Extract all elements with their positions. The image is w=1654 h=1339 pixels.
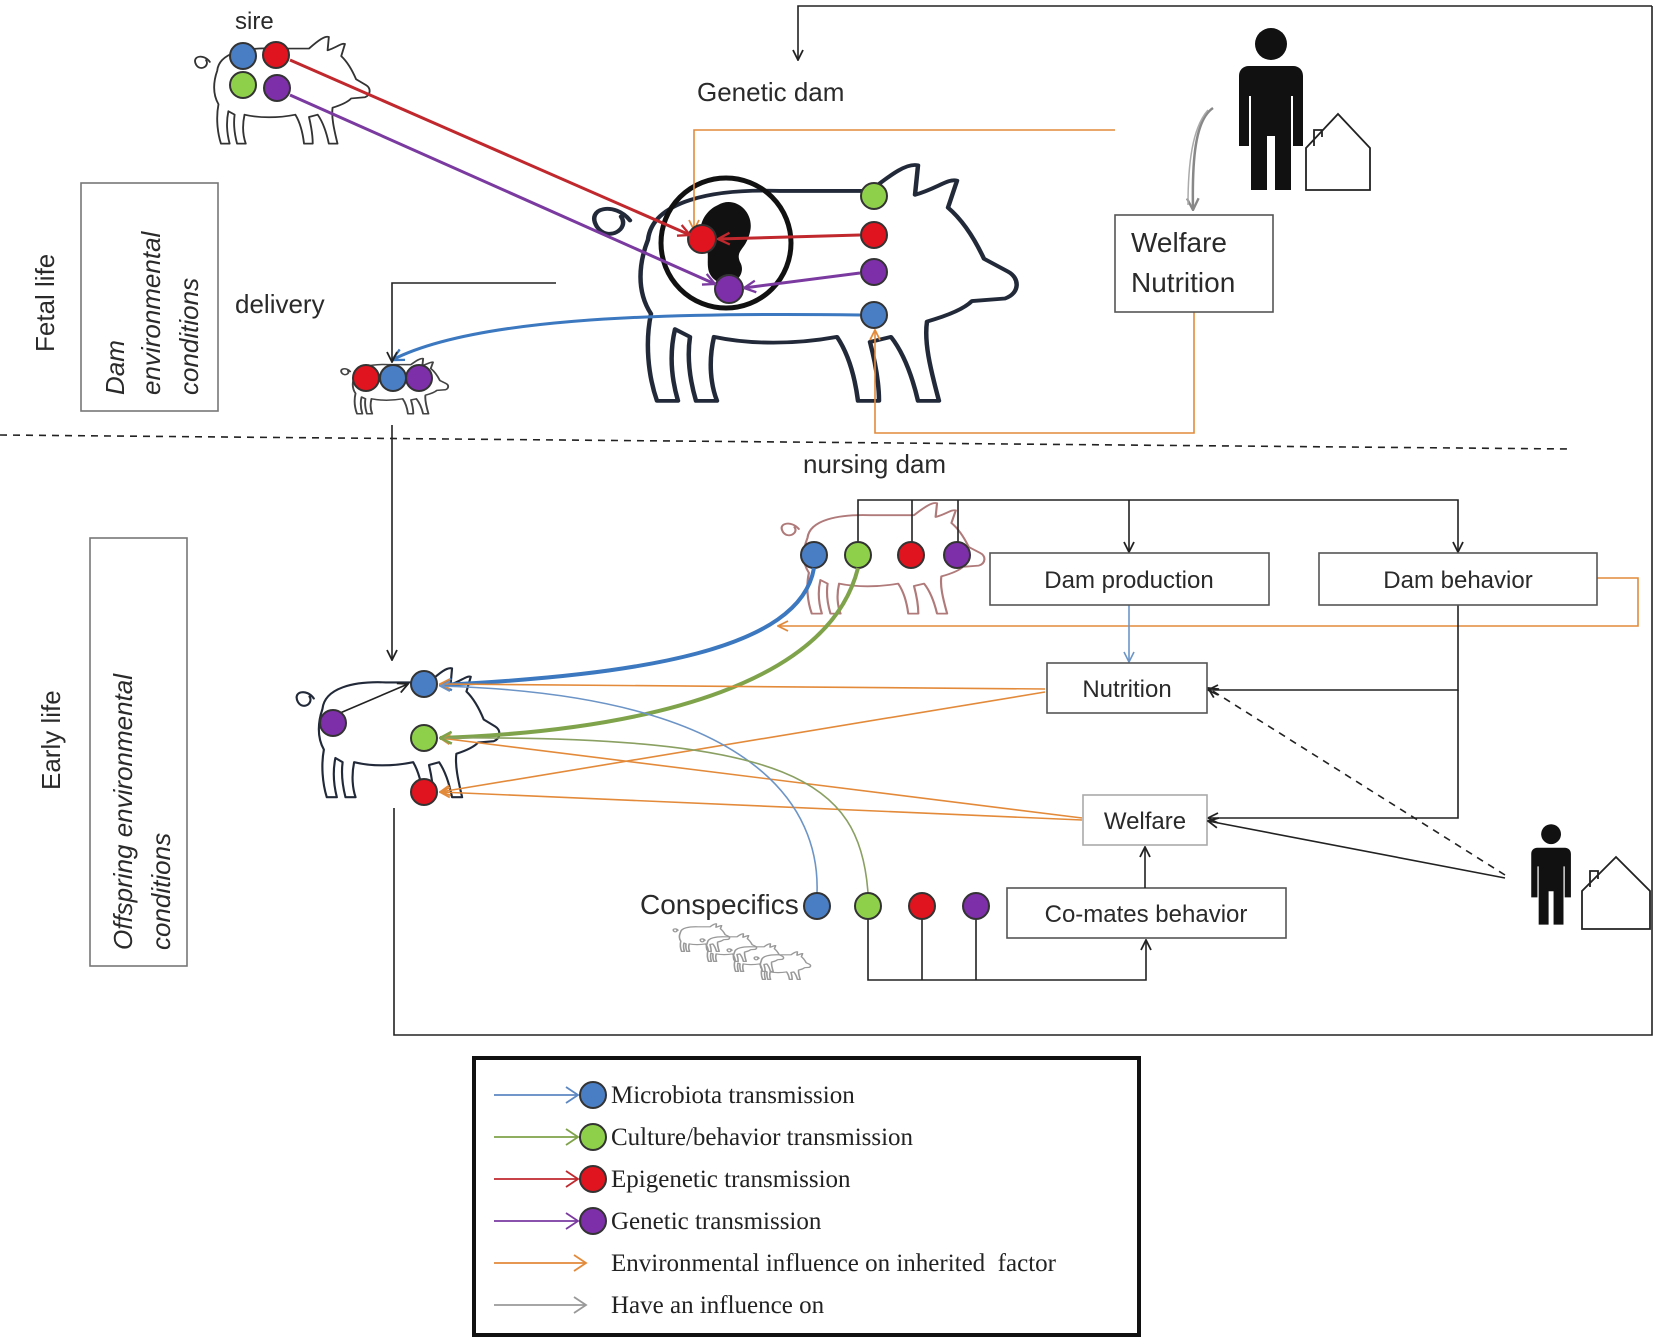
nursing-culture-node [844,541,872,569]
offspring-env-line1: Offspring environmental [108,673,138,950]
sire-genetic-node [263,74,291,102]
dam-epigenetic-node [860,221,888,249]
fetus-epigenetic-node [687,224,717,254]
legend-arrowhead [565,1212,580,1230]
delivery-label: delivery [235,289,325,319]
dam-env-conditions-box: Dam environmental conditions [80,182,219,412]
fetus-genetic-node [714,274,744,304]
dam-production-label: Dam production [1044,567,1213,594]
comates-behavior-box: Co-mates behavior [1006,887,1287,939]
legend: Microbiota transmissionCulture/behavior … [472,1056,1141,1337]
fetal-transmission-arrows [289,58,861,362]
nursing-genetic-node [943,541,971,569]
welfare-nutrition-line2: Nutrition [1131,267,1235,298]
early-life-label: Early life [36,690,66,790]
legend-label: Microbiota transmission [611,1082,855,1109]
dam-env-line2: environmental [136,230,166,395]
nursing-epigenetic-node [897,541,925,569]
sire-culture-node [229,71,257,99]
offspring-epigenetic-node [410,778,438,806]
legend-label: Genetic transmission [611,1208,822,1235]
legend-arrowhead [573,1254,588,1272]
person-icon [1239,28,1303,190]
nutrition-label: Nutrition [1082,676,1171,703]
dam-genetic-node [860,258,888,286]
welfare-label: Welfare [1104,808,1186,835]
early-life-arrows [440,567,1506,981]
legend-marker [579,1123,607,1151]
conspecifics-culture-node [854,892,882,920]
legend-marker [579,1081,607,1109]
person-influence-arrow [1193,106,1214,210]
legend-arrowhead [565,1128,580,1146]
delivery-line [392,282,556,362]
fetal-life-label: Fetal life [30,254,60,352]
conspecifics-epigenetic-node [908,892,936,920]
legend-item: Epigenetic transmission [494,1165,851,1193]
offspring-env-conditions-box: Offspring environmental conditions [89,537,188,967]
comates-behavior-label: Co-mates behavior [1045,901,1248,928]
genetic-dam-label: Genetic dam [697,77,844,107]
legend-item: Have an influence on [494,1292,825,1319]
legend-item: Environmental influence on inherited fac… [494,1250,1057,1277]
legend-arrowhead [565,1170,580,1188]
womb-circle [658,175,794,311]
genetic-dam-env-loop [694,129,1195,434]
house-icon-bottom [1581,855,1651,930]
legend-arrowhead [573,1296,588,1314]
newborn-genetic-node [405,364,433,392]
dam-env-line3: conditions [174,278,204,395]
conspecifics-label: Conspecifics [640,889,799,920]
house-icon [1305,112,1371,191]
welfare-nutrition-line1: Welfare [1131,227,1227,258]
newborn-epigenetic-node [352,364,380,392]
dam-microbiota-node [860,301,888,329]
legend-marker [579,1165,607,1193]
nursing-microbiota-node [800,541,828,569]
legend-item: Genetic transmission [494,1207,822,1235]
dam-behavior-label: Dam behavior [1383,567,1532,594]
conspecifics-genetic-node [962,892,990,920]
genetic-dam-pig-icon [594,165,1016,401]
newborn-microbiota-node [379,364,407,392]
legend-item: Microbiota transmission [494,1081,855,1109]
dam-env-line1: Dam [100,340,130,395]
offspring-microbiota-node [410,670,438,698]
offspring-culture-node [410,724,438,752]
legend-arrowhead [565,1086,580,1104]
nursing-dam-label: nursing dam [803,449,946,479]
welfare-nutrition-box: Welfare Nutrition [1114,214,1274,313]
legend-label: Have an influence on [611,1292,825,1319]
offspring-genetic-node [319,709,347,737]
nutrition-box: Nutrition [1046,662,1208,714]
dam-production-box: Dam production [989,552,1270,606]
dam-culture-node [860,182,888,210]
conspecifics-pigs-icon [672,922,812,981]
welfare-box: Welfare [1082,794,1208,846]
legend-label: Epigenetic transmission [611,1166,851,1193]
offspring-env-line2: conditions [146,833,176,950]
conspecifics-microbiota-node [803,892,831,920]
dam-behavior-box: Dam behavior [1318,552,1598,606]
frame-lines [0,5,1653,1036]
legend-marker [579,1207,607,1235]
sire-label: sire [235,8,274,35]
sire-epigenetic-node [262,41,290,69]
sire-microbiota-node [229,42,257,70]
legend-label: Environmental influence on inherited fac… [611,1250,1057,1277]
nursing-dam-connectors [778,499,1639,818]
legend-item: Culture/behavior transmission [494,1123,914,1151]
person-icon-bottom [1531,824,1571,925]
legend-label: Culture/behavior transmission [611,1124,914,1151]
